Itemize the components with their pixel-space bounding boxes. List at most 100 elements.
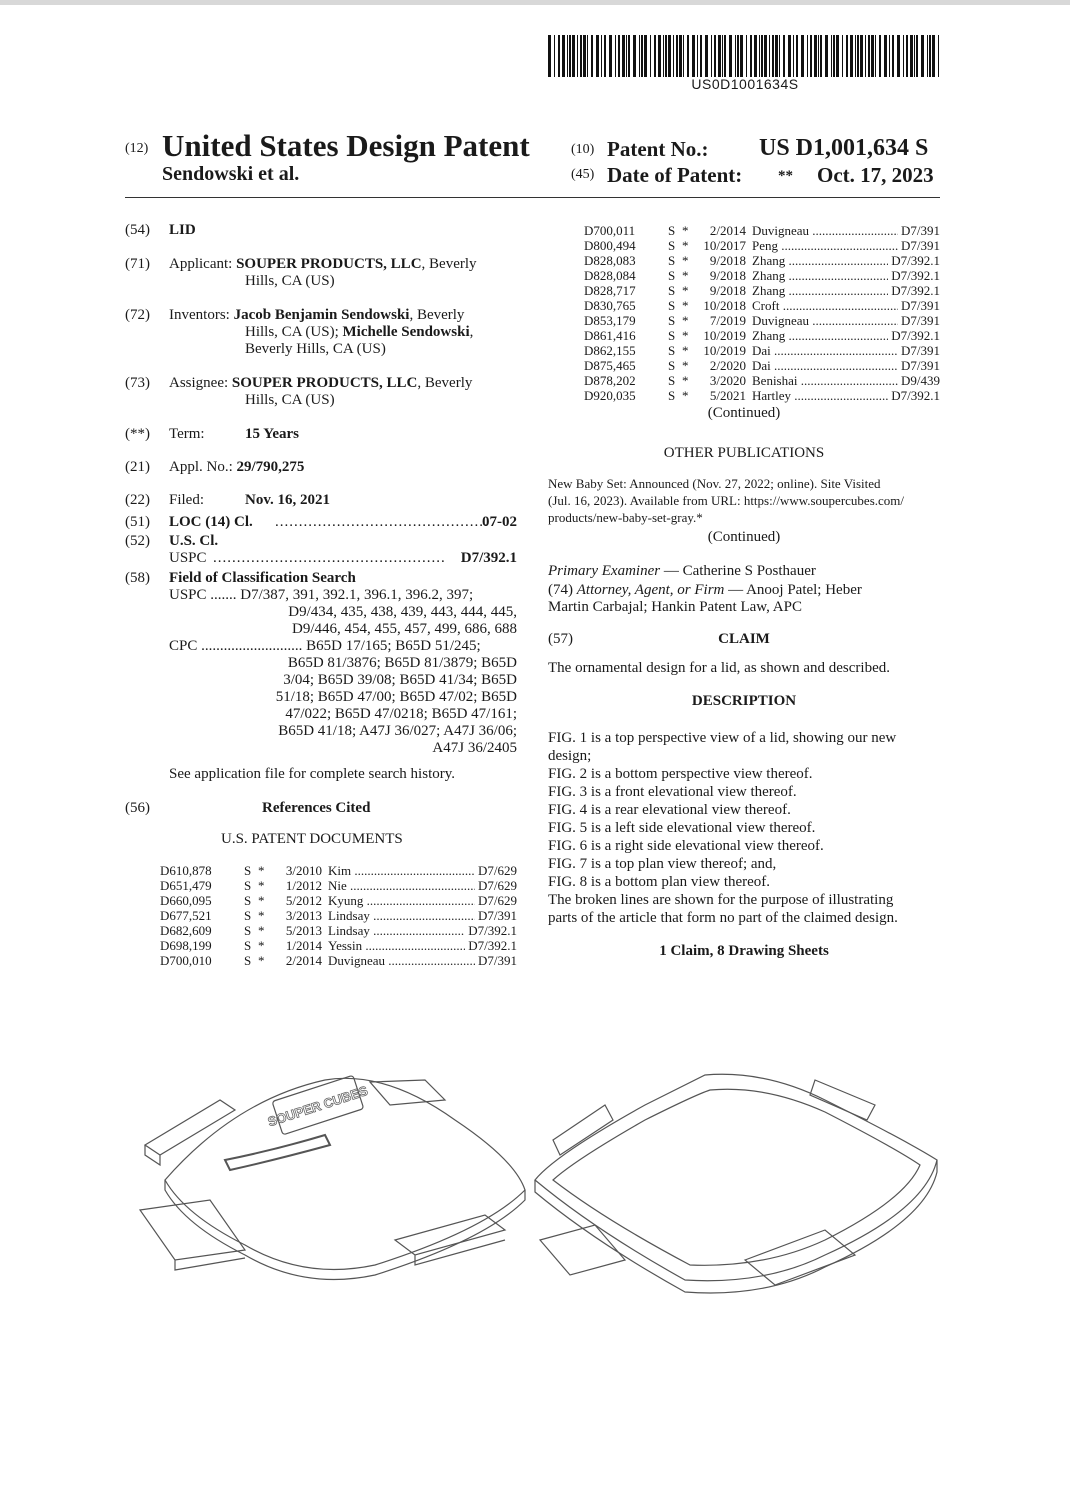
loc-value: 07-02 [482,514,517,530]
code: (**) [125,426,150,442]
appl-field: (21)Appl. No.: 29/790,275 [125,459,304,476]
cited-mark: * [258,908,265,923]
text-line: FIG. 7 is a top plan view thereof; and, [548,856,777,872]
text-line: 3/04; B65D 39/08; B65D 41/34; B65D [283,672,517,688]
uscl-field: (52)U.S. Cl.USPC........................… [125,533,517,567]
text-line: A47J 36/2405 [432,740,517,756]
barcode-bar [746,35,747,77]
cited-mark: * [682,298,689,313]
inventor: Zhang [752,268,888,283]
barcode-bar [932,35,935,77]
barcode-bar [673,35,674,77]
inventor: Croft [752,298,898,313]
barcode-bar [665,35,667,77]
barcode-bar [801,35,804,77]
label: LOC (14) Cl. [169,514,253,530]
barcode-bar [609,35,612,77]
kind: S [668,373,676,388]
barcode-bar [910,35,913,77]
date: 10/2018 [703,298,746,313]
class: D7/392.1 [891,388,940,403]
date: 1/2014 [285,938,322,953]
cited-mark: * [682,313,689,328]
assignee-field: (73)Assignee: SOUPER PRODUCTS, LLC, Beve… [125,375,520,408]
barcode-bar [897,35,900,77]
class: D7/391 [901,298,940,313]
barcode-bar [676,35,678,77]
text: , [469,324,474,340]
text-line: FIG. 6 is a right side elevational view … [548,838,824,854]
right-column: (Continued) OTHER PUBLICATIONS New Baby … [548,405,940,960]
kind-code: (12) [125,141,149,156]
date-code: (45) [571,167,595,182]
class: D7/391 [901,313,940,328]
date: 5/2012 [285,893,322,908]
barcode-bar [572,35,575,77]
kind: S [244,938,252,953]
class: D7/392.1 [891,328,940,343]
barcode-bar [884,35,887,77]
barcode-bar [737,35,739,77]
barcode-bar [833,35,835,77]
barcode-bar [587,35,588,77]
claim-heading: (57)CLAIM [548,631,940,648]
uspc-value: D7/392.1 [460,550,517,567]
date: 7/2019 [709,313,746,328]
attorney-line2: Martin Carbajal; Hankin Patent Law, APC [548,599,802,615]
text-line: 51/18; B65D 47/00; B65D 47/02; B65D [275,689,517,705]
barcode-bar [850,35,853,77]
patent-no: D828,084 [584,268,636,283]
barcode-bar [554,35,555,77]
us-docs-heading: U.S. PATENT DOCUMENTS [221,831,403,847]
barcode-bar [654,35,656,77]
barcode-bar [754,35,757,77]
barcode-bar [580,35,582,77]
patent-no: D853,179 [584,313,636,328]
barcode-bar [591,35,593,77]
date-label: Date of Patent: [607,163,743,187]
barcode-bar [775,35,778,77]
kind: S [668,283,676,298]
barcode-bar [807,35,808,77]
barcode-bar [772,35,774,77]
date: 3/2020 [709,373,746,388]
design-drawings: SOUPER CUBES [138,1073,938,1294]
cited-mark: * [258,938,265,953]
inventors-field: (72)Inventors: Jacob Benjamin Sendowski,… [125,307,520,357]
cited-mark: * [682,373,689,388]
barcode-bar [788,35,791,77]
text-line: D9/434, 435, 438, 439, 443, 444, 445, [288,604,517,620]
barcode-bar [820,35,822,77]
kind: S [668,358,676,373]
text: Hills, CA (US) [245,273,335,289]
barcode-bar [879,35,881,77]
barcode-bar [687,35,689,77]
text-line: 47/022; B65D 47/0218; B65D 47/161; [285,706,517,722]
text-line: FIG. 2 is a bottom perspective view ther… [548,766,813,782]
barcode-bar [663,35,664,77]
logo-embossing: SOUPER CUBES [266,1083,370,1130]
class: D7/391 [901,358,940,373]
barcode-bar [679,35,682,77]
patent-no: D800,494 [584,238,636,253]
assignee-name: SOUPER PRODUCTS, LLC [231,375,418,391]
other-publications-heading: OTHER PUBLICATIONS [663,445,825,461]
inventor: Kyung [328,893,475,908]
barcode-bar [711,35,712,77]
barcode-bar [814,35,817,77]
examiner-name: — Catherine S Posthauer [660,563,816,579]
attorney: (74) Attorney, Agent, or Firm — Anooj Pa… [548,582,940,599]
date: 9/2018 [709,268,746,283]
lid-bottom-perspective-drawing [534,1073,938,1294]
barcode-bar [875,35,876,77]
patent-no-code: (10) [571,142,595,157]
patent-no: D651,479 [160,878,212,893]
inventor: Hartley [752,388,888,403]
cited-mark: * [682,358,689,373]
